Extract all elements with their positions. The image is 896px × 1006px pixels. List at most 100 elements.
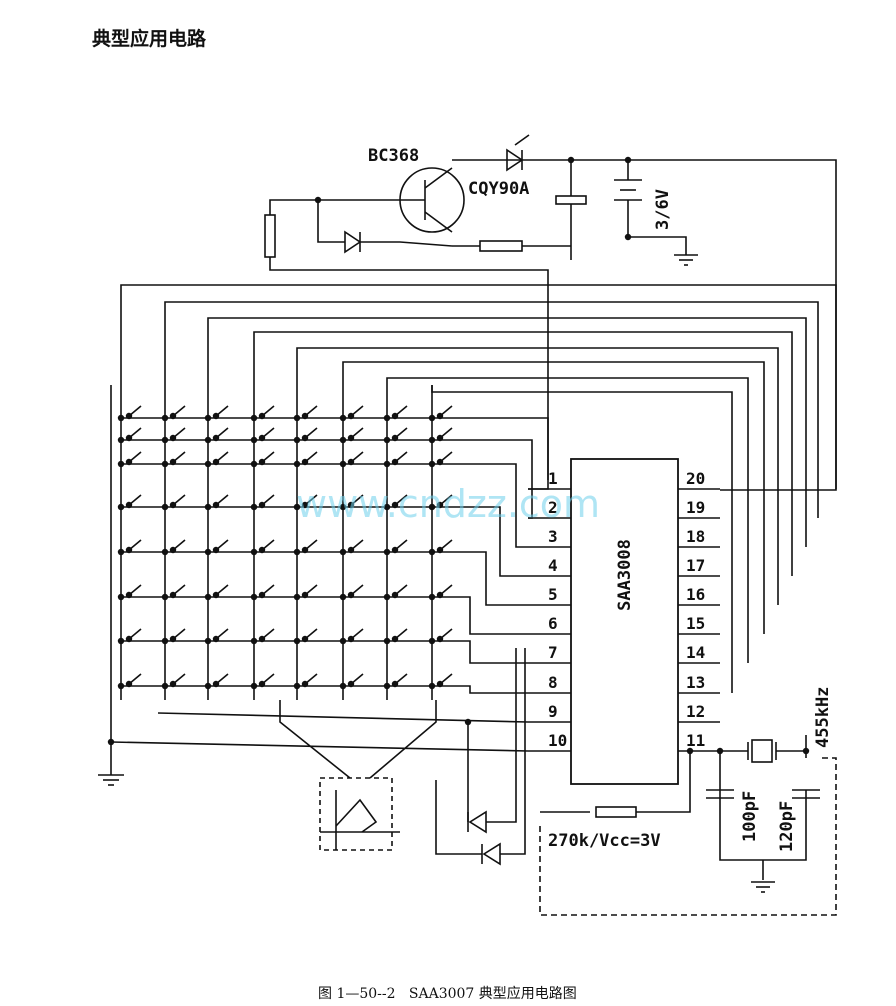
junction-dot: [428, 460, 436, 468]
junction-dot: [107, 738, 115, 746]
pin-number-right: 17: [686, 556, 705, 575]
key-contact: [125, 591, 133, 599]
key-contact: [347, 501, 355, 509]
junction-dot: [250, 503, 258, 511]
key-contact: [347, 680, 355, 688]
key-contact: [258, 412, 266, 420]
junction-dot: [428, 593, 436, 601]
cap2-label: 120pF: [777, 801, 797, 852]
key-contact: [391, 546, 399, 554]
pin-number-left: 6: [548, 614, 558, 633]
junction-dot: [293, 460, 301, 468]
key-contact: [436, 501, 444, 509]
diode-wire: [317, 200, 345, 243]
key-contact: [169, 591, 177, 599]
junction-dot: [716, 747, 724, 755]
pin-number-left: 1: [548, 469, 558, 488]
junction-dot: [250, 436, 258, 444]
key-contact: [258, 434, 266, 442]
key-contact: [347, 412, 355, 420]
switch-link: [369, 700, 437, 779]
junction-dot: [464, 718, 472, 726]
junction-dot: [314, 196, 322, 204]
pullup-resistor: [595, 806, 637, 818]
resonator-label: 455kHz: [813, 687, 833, 748]
mode-switch-box: [319, 777, 393, 851]
key-contact: [347, 635, 355, 643]
key-contact: [347, 458, 355, 466]
junction-dot: [293, 503, 301, 511]
junction-dot: [428, 548, 436, 556]
pin-number-right: 12: [686, 702, 705, 721]
key-contact: [125, 635, 133, 643]
ir-led-diode: [506, 148, 524, 172]
isolation-diode-1: [468, 810, 487, 834]
row-return-line: [468, 439, 533, 519]
key-contact: [212, 458, 220, 466]
junction-dot: [204, 414, 212, 422]
osc-wire: [776, 735, 807, 758]
junction-dot: [624, 233, 632, 241]
row-return-line: [468, 640, 528, 664]
key-contact: [125, 434, 133, 442]
key-contact: [258, 635, 266, 643]
pin-number-left: 2: [548, 498, 558, 517]
row-return-line: [468, 551, 528, 606]
junction-dot: [161, 460, 169, 468]
key-contact: [436, 680, 444, 688]
key-contact: [258, 501, 266, 509]
key-contact: [391, 635, 399, 643]
bus-line: [157, 712, 529, 723]
key-contact: [125, 546, 133, 554]
key-contact: [212, 501, 220, 509]
key-contact: [258, 546, 266, 554]
diode-wire: [360, 241, 453, 247]
pin-number-right: 18: [686, 527, 705, 546]
led-label: CQY90A: [468, 179, 529, 199]
column-drive-line: [207, 317, 807, 547]
chip-body: [570, 458, 679, 785]
junction-dot: [293, 436, 301, 444]
junction-dot: [383, 637, 391, 645]
key-contact: [436, 591, 444, 599]
junction-dot: [117, 682, 125, 690]
junction-dot: [204, 548, 212, 556]
junction-dot: [428, 436, 436, 444]
junction-dot: [250, 414, 258, 422]
key-contact: [258, 591, 266, 599]
row-return-line: [468, 463, 528, 548]
pin-number-right: 14: [686, 643, 705, 662]
key-contact: [347, 434, 355, 442]
emitter-resistor: [479, 240, 523, 252]
pin-number-left: 3: [548, 527, 558, 546]
junction-dot: [204, 460, 212, 468]
pin-number-left: 7: [548, 643, 558, 662]
row-return-line: [468, 685, 528, 694]
switch-link: [279, 700, 351, 779]
key-contact: [391, 458, 399, 466]
key-contact: [169, 458, 177, 466]
junction-dot: [161, 593, 169, 601]
pin-number-right: 16: [686, 585, 705, 604]
row-return-line: [468, 596, 528, 635]
junction-dot: [428, 503, 436, 511]
junction-dot: [383, 593, 391, 601]
junction-dot: [802, 747, 810, 755]
key-contact: [391, 434, 399, 442]
junction-dot: [117, 593, 125, 601]
junction-dot: [428, 414, 436, 422]
junction-dot: [117, 436, 125, 444]
junction-dot: [339, 503, 347, 511]
junction-dot: [428, 682, 436, 690]
junction-dot: [293, 682, 301, 690]
key-contact: [436, 412, 444, 420]
junction-dot: [204, 682, 212, 690]
key-contact: [169, 635, 177, 643]
figure-caption: 图 1—50--2 SAA3007 典型应用电路图: [318, 986, 577, 1002]
junction-dot: [250, 682, 258, 690]
junction-dot: [161, 414, 169, 422]
key-contact: [301, 635, 309, 643]
key-contact: [301, 434, 309, 442]
junction-dot: [293, 414, 301, 422]
